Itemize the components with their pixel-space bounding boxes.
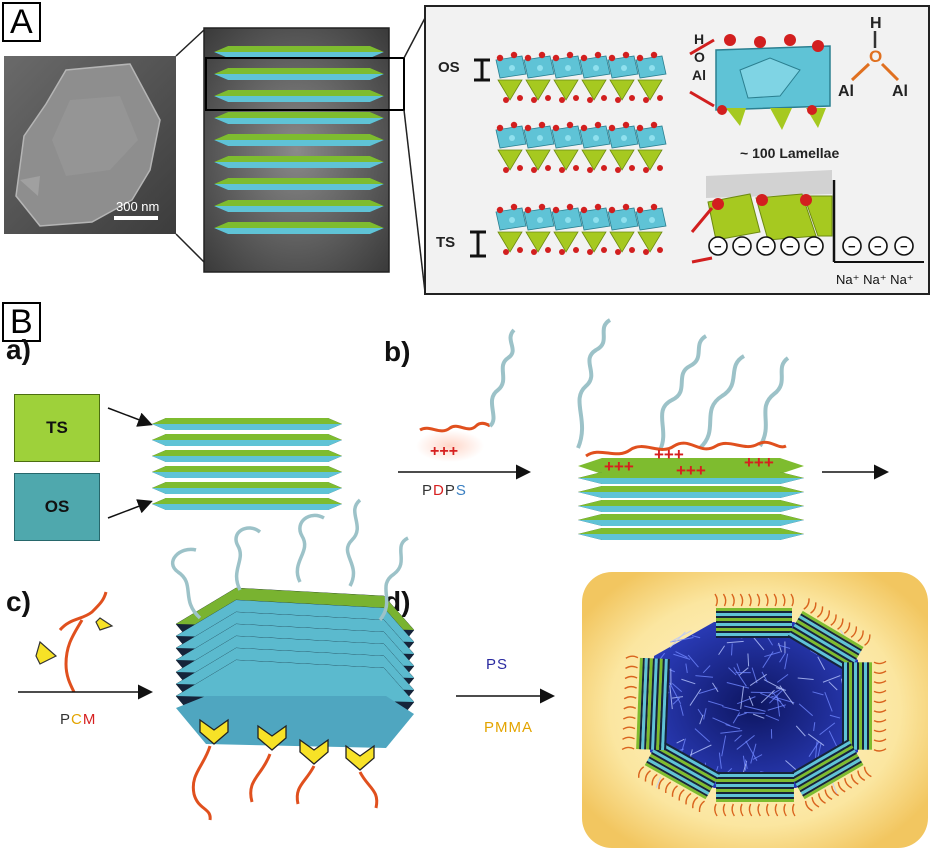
svg-text:−: − (848, 239, 856, 254)
hydroxyl-diagram: H O Al Al (838, 15, 908, 100)
clay-stack (638, 738, 721, 813)
ts-label: TS (436, 234, 455, 251)
negative-charge-icon: − (868, 236, 888, 256)
lamella-layer (152, 418, 342, 430)
zoom-box (205, 57, 405, 111)
lamella-layer (578, 514, 804, 526)
panel-a-figure: 300 nm OS TS H O Al H O Al Al ~ 1 (4, 5, 930, 295)
crystal-row (495, 203, 667, 255)
lamella-layer (214, 134, 384, 146)
lamella-layer (578, 472, 804, 484)
svg-text:−: − (786, 239, 794, 254)
pcm-chain-icon (35, 591, 114, 693)
lamella-layer (152, 434, 342, 446)
panel-a-tag: A (2, 2, 41, 42)
crystal-row (495, 51, 667, 103)
os-zoom-crystal (715, 34, 831, 130)
pcm-anchors-c (191, 718, 379, 821)
stack-c-illustration (175, 587, 415, 748)
ts-zoom-crystal (706, 170, 833, 241)
lamella-layer (578, 500, 804, 512)
crystal-structure-inset: OS TS H O Al H O Al Al ~ 100 Lamellae (424, 5, 930, 295)
clay-stack (621, 655, 670, 751)
lamella-layer (152, 498, 342, 510)
pdps-brushes: +++ +++ +++ +++ (576, 318, 790, 480)
negative-charge-icon: − (842, 236, 862, 256)
svg-text:+++: +++ (744, 453, 774, 472)
stack-b-illustration (578, 458, 804, 540)
ts-pointer-arrow (107, 407, 153, 427)
panel-b-tag: B (2, 302, 41, 342)
svg-text:+++: +++ (676, 461, 706, 480)
negative-charge-icon: − (780, 236, 800, 256)
svg-text:−: − (738, 239, 746, 254)
svg-text:+++: +++ (604, 457, 634, 476)
svg-text:−: − (714, 239, 722, 254)
lamella-layer (214, 178, 384, 190)
lamella-layer (214, 46, 384, 58)
cations-label: Na⁺ Na⁺ Na⁺ (836, 272, 914, 287)
svg-text:H: H (870, 15, 882, 32)
step-a-tag: a) (6, 334, 31, 365)
step-c-tag: c) (6, 586, 31, 617)
ps-label: PS (486, 656, 509, 673)
svg-text:−: − (762, 239, 770, 254)
lamella-layer (214, 90, 384, 102)
lamella-layer (214, 156, 384, 168)
svg-text:−: − (810, 239, 818, 254)
svg-text:Al: Al (838, 83, 854, 100)
clay-stack (714, 772, 796, 817)
o-label: O (694, 49, 705, 65)
crystal-row (495, 121, 667, 173)
negative-charge-icon: − (756, 236, 776, 256)
nanocomposite-illustration (582, 572, 928, 848)
clay-stack (789, 739, 872, 812)
lamellar-stack-image (203, 27, 405, 273)
svg-text:−: − (900, 239, 908, 254)
negative-charge-icon: − (894, 236, 914, 256)
os-label: OS (438, 59, 460, 76)
lamella-layer (578, 486, 804, 498)
svg-text:−: − (874, 239, 882, 254)
negative-charges: −−−−−−−− (708, 236, 914, 256)
negative-charge-icon: − (708, 236, 728, 256)
h-label: H (694, 31, 704, 47)
scale-bar-label: 300 nm (116, 199, 159, 214)
lamella-layer (214, 112, 384, 124)
pmma-label: PMMA (484, 719, 533, 736)
panel-b-figure: +++ +++ +++ +++ +++ (18, 318, 928, 848)
lamella-layer (152, 466, 342, 478)
svg-text:+++: +++ (654, 445, 684, 464)
clay-stack (842, 660, 887, 752)
lamella-layer (578, 528, 804, 540)
pcm-label: PCM (60, 711, 97, 728)
os-pointer-arrow (107, 499, 153, 519)
lamella-layer (214, 200, 384, 212)
negative-charge-icon: − (804, 236, 824, 256)
lamellae-label: ~ 100 Lamellae (740, 145, 839, 161)
sem-image: 300 nm (4, 56, 176, 234)
svg-text:Al: Al (892, 83, 908, 100)
pdps-chain-icon: +++ (416, 328, 516, 462)
step-b-tag: b) (384, 336, 411, 367)
lamella-layer (214, 68, 384, 80)
pdps-label: PDPS (422, 482, 467, 499)
svg-text:+++: +++ (430, 443, 458, 460)
stack-a-illustration (152, 418, 342, 510)
negative-charge-icon: − (732, 236, 752, 256)
clay-stack (787, 598, 871, 673)
al-label: Al (692, 67, 706, 83)
scale-bar (114, 216, 158, 220)
os-box: OS (14, 473, 100, 541)
lamella-layer (152, 450, 342, 462)
ps-brushes-c (170, 498, 409, 622)
clay-stack (714, 593, 794, 638)
lamella-layer (214, 222, 384, 234)
svg-text:O: O (869, 47, 882, 66)
lamella-layer (152, 482, 342, 494)
ts-box: TS (14, 394, 100, 462)
